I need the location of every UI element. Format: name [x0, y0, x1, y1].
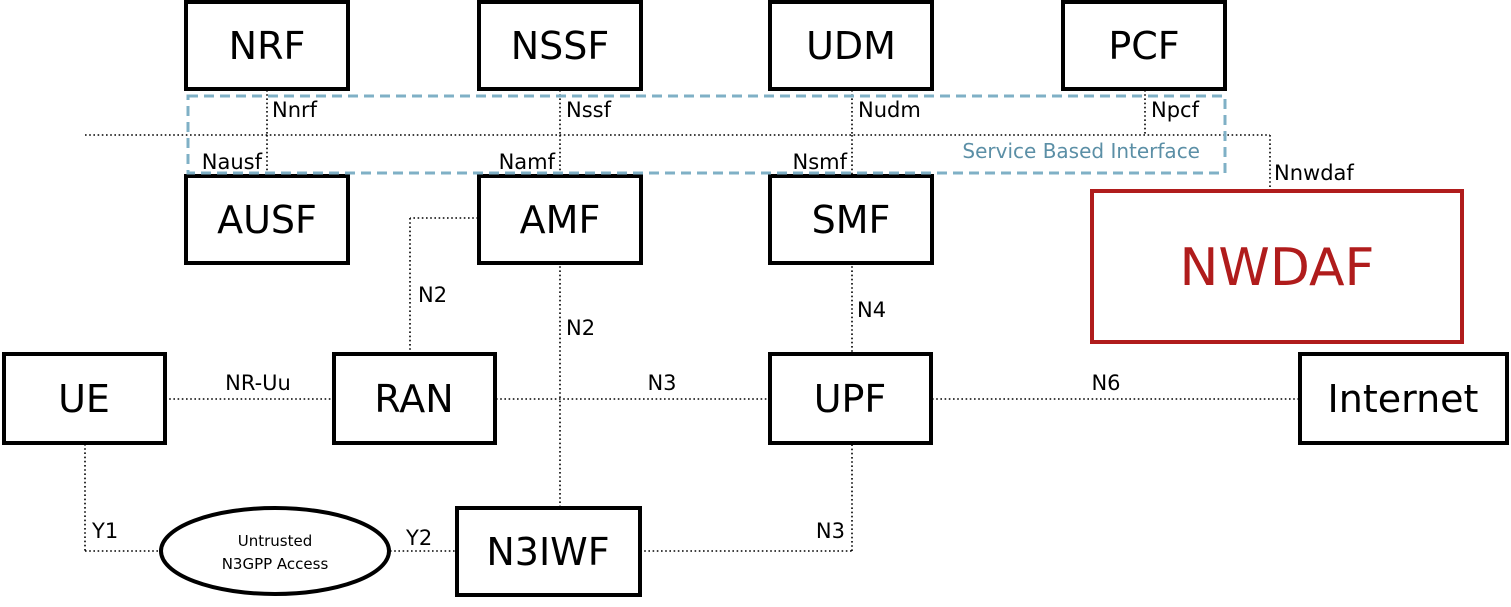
nwdaf-border	[1090, 189, 1464, 344]
n3-n3iwf-upf-label: N3	[816, 519, 845, 543]
ue-label: UE	[58, 377, 110, 421]
ausf-label: AUSF	[217, 198, 317, 242]
pcf-label: PCF	[1108, 24, 1179, 68]
nrf-box: NRF	[184, 0, 350, 91]
nwdaf-box: NWDAF	[1090, 189, 1464, 344]
nr-uu-label: NR-Uu	[225, 371, 291, 395]
n4-label: N4	[857, 298, 886, 322]
nnwdaf-label: Nnwdaf	[1274, 161, 1354, 185]
smf-box: SMF	[768, 174, 934, 265]
amf-label: AMF	[520, 198, 601, 242]
nssf-box: NSSF	[477, 0, 643, 91]
service-based-interface-box	[186, 94, 1227, 175]
service-based-interface-label: Service Based Interface	[962, 139, 1200, 163]
upf-box: UPF	[768, 352, 933, 445]
internet-box: Internet	[1298, 352, 1509, 445]
n3iwf-box: N3IWF	[455, 506, 642, 597]
untrusted-label-line2: N3GPP Access	[222, 555, 329, 573]
nnrf-label: Nnrf	[272, 98, 318, 122]
amf-box: AMF	[477, 174, 643, 265]
nudm-label: Nudm	[858, 98, 921, 122]
udm-label: UDM	[806, 24, 896, 68]
connector-lines	[84, 90, 1300, 552]
npcf-label: Npcf	[1151, 98, 1200, 122]
nsmf-label: Nsmf	[793, 150, 848, 174]
n2-ran-label: N2	[418, 283, 447, 307]
upf-label: UPF	[814, 377, 887, 421]
nwdaf-label: NWDAF	[1180, 238, 1375, 298]
n6-label: N6	[1091, 371, 1120, 395]
n2-n3iwf-label: N2	[566, 316, 595, 340]
n3-ran-upf-label: N3	[647, 371, 676, 395]
nausf-label: Nausf	[202, 150, 263, 174]
untrusted-access-ellipse: Untrusted N3GPP Access	[159, 506, 391, 596]
nssf-label: NSSF	[511, 24, 610, 68]
pcf-box: PCF	[1061, 0, 1227, 91]
internet-label: Internet	[1328, 377, 1479, 421]
n3iwf-label: N3IWF	[486, 530, 609, 574]
namf-label: Namf	[499, 150, 556, 174]
ran-label: RAN	[374, 377, 453, 421]
udm-box: UDM	[768, 0, 934, 91]
untrusted-label-line1: Untrusted	[238, 532, 313, 550]
nssf-interface-label: Nssf	[566, 98, 612, 122]
nrf-label: NRF	[229, 24, 306, 68]
smf-label: SMF	[812, 198, 891, 242]
interface-labels: Nnrf Nssf Nudm Npcf Nausf Namf Nsmf Nnwd…	[91, 98, 1354, 550]
ue-box: UE	[2, 352, 167, 445]
y1-label: Y1	[91, 519, 118, 543]
y2-label: Y2	[405, 526, 432, 550]
ausf-box: AUSF	[184, 174, 350, 265]
ran-box: RAN	[332, 352, 497, 445]
